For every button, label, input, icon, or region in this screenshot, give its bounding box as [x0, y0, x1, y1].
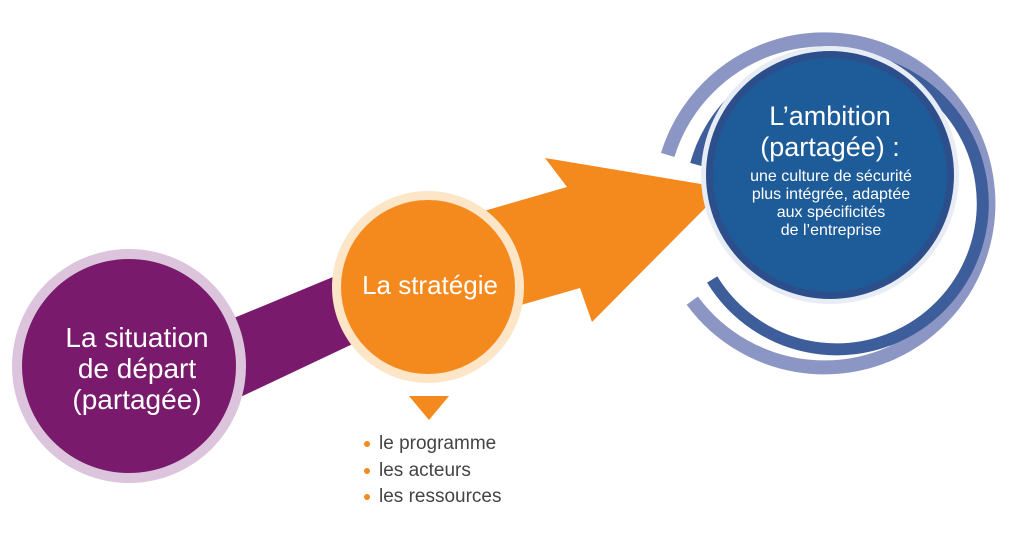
bullet-dot-icon [364, 467, 370, 474]
start-label-line: de départ [77, 353, 197, 384]
start-label-line: La situation [65, 322, 209, 353]
ambition-title-line: (partagée) : [760, 132, 900, 162]
ambition-circle [713, 58, 947, 292]
bullet-dot-icon [364, 441, 370, 448]
ambition-description-line: plus intégrée, adaptée [751, 186, 911, 203]
list-item: les acteurs [364, 458, 502, 485]
ambition-description-line: une culture de sécurité [750, 168, 912, 185]
ambition-title: L’ambition (partagée) : [732, 101, 928, 163]
ambition-title-line: L’ambition [769, 101, 891, 131]
start-label-line: (partagée) [72, 384, 202, 415]
start-circle [22, 259, 236, 473]
list-item: les ressources [364, 484, 502, 511]
bullet-dot-icon [364, 494, 370, 501]
ambition-description-line: aux spécificités [776, 204, 886, 221]
strategy-items-list: le programme les acteurs les ressources [364, 431, 502, 511]
start-label: La situation de départ (partagée) [42, 322, 232, 415]
strategy-label: La stratégie [362, 270, 498, 300]
list-item-label: le programme [379, 433, 497, 454]
ambition-description-line: de l’entreprise [780, 222, 882, 239]
list-item: le programme [364, 431, 502, 458]
list-item-label: les ressources [379, 486, 502, 507]
ambition-description: une culture de sécurité plus intégrée, a… [718, 168, 944, 240]
strategy-pointer-icon [409, 396, 449, 420]
strategy-circle [341, 200, 515, 374]
list-item-label: les acteurs [379, 459, 471, 481]
